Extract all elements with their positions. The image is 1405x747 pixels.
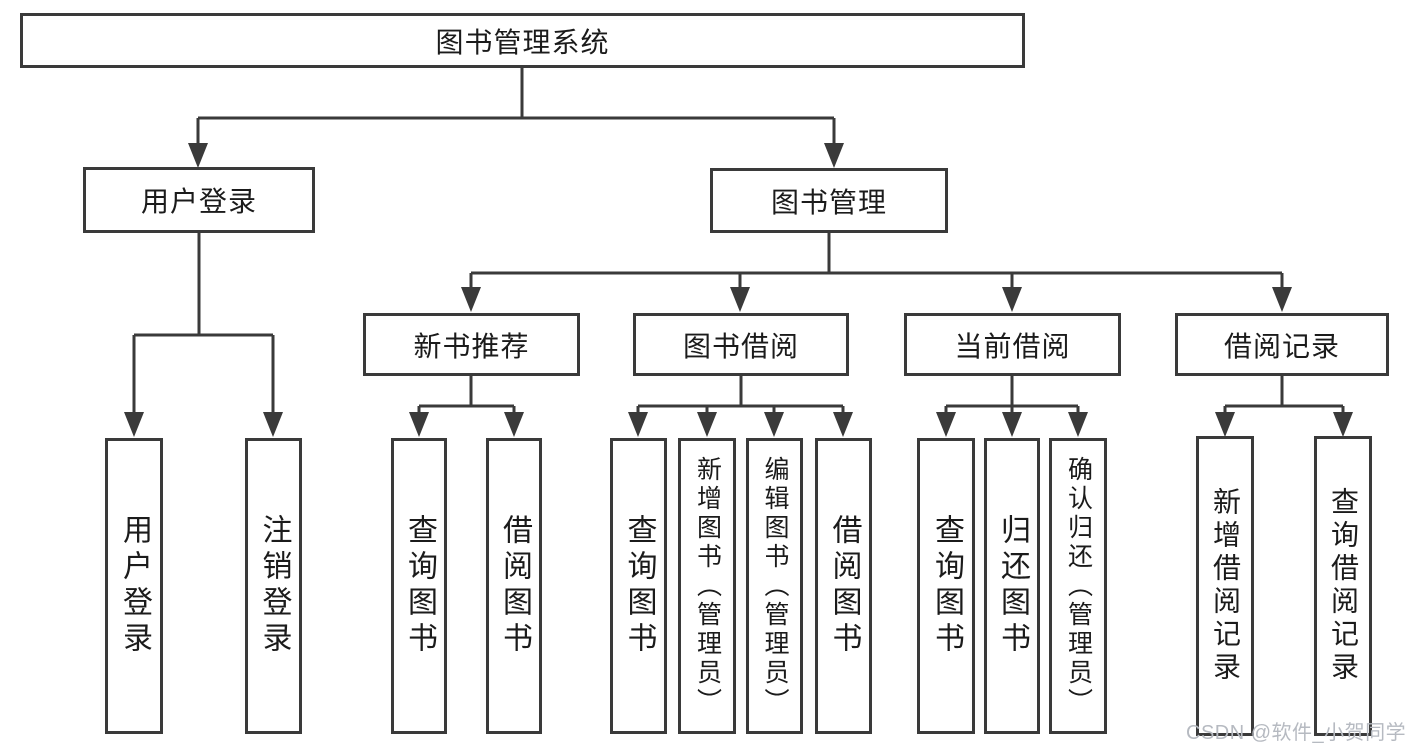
- connector-book-management-lines: [469, 233, 1284, 292]
- connector-root-lines: [196, 68, 836, 148]
- arrowheads-current-borrow-icon: [936, 412, 1088, 437]
- node-book-borrow: 图书借阅: [633, 313, 849, 376]
- leaf-add-borrow-record: 新增借阅记录: [1196, 436, 1254, 736]
- arrowheads-user-login-icon: [124, 412, 283, 437]
- leaf-confirm-return-admin: 确认归还（管理员）: [1049, 438, 1107, 734]
- connector-new-book-lines: [417, 376, 516, 417]
- arrowheads-root-to-branches-icon: [188, 143, 844, 168]
- connector-book-management-to-sections: [461, 233, 1292, 312]
- node-borrow-records: 借阅记录: [1175, 313, 1389, 376]
- leaf-return-book: 归还图书: [984, 438, 1040, 734]
- leaf-query-book-3: 查询图书: [917, 438, 975, 734]
- connector-book-borrow-to-leaves: [628, 376, 853, 437]
- node-current-borrow: 当前借阅: [904, 313, 1121, 376]
- connector-borrow-records-to-leaves: [1215, 376, 1353, 437]
- connector-book-borrow-lines: [636, 376, 845, 417]
- leaf-query-book-1: 查询图书: [391, 438, 447, 734]
- arrowheads-book-borrow-icon: [628, 412, 853, 437]
- arrowheads-borrow-records-icon: [1215, 412, 1353, 437]
- connector-root-to-branches: [188, 68, 844, 168]
- arrowheads-new-book-icon: [409, 412, 524, 437]
- node-book-management: 图书管理: [710, 168, 948, 233]
- connector-current-borrow-lines: [944, 376, 1080, 417]
- connector-current-borrow-to-leaves: [936, 376, 1088, 437]
- connector-new-book-to-leaves: [409, 376, 524, 437]
- leaf-query-borrow-record: 查询借阅记录: [1314, 436, 1372, 736]
- node-library-management-system: 图书管理系统: [20, 13, 1025, 68]
- arrowheads-book-management-icon: [461, 287, 1292, 312]
- leaf-borrow-book-1: 借阅图书: [486, 438, 542, 734]
- leaf-add-book-admin: 新增图书（管理员）: [678, 438, 736, 734]
- watermark: CSDN @软件_小贺同学: [1186, 722, 1405, 744]
- node-new-book-recommend: 新书推荐: [363, 313, 580, 376]
- connector-user-login-to-leaves: [124, 233, 283, 437]
- connector-user-login-lines: [132, 233, 275, 417]
- leaf-edit-book-admin: 编辑图书（管理员）: [746, 438, 803, 734]
- node-user-login: 用户登录: [83, 167, 315, 233]
- leaf-borrow-book-2: 借阅图书: [815, 438, 872, 734]
- connector-borrow-records-lines: [1223, 376, 1345, 417]
- leaf-query-book-2: 查询图书: [610, 438, 667, 734]
- leaf-user-login: 用户登录: [105, 438, 163, 734]
- leaf-logout: 注销登录: [245, 438, 302, 734]
